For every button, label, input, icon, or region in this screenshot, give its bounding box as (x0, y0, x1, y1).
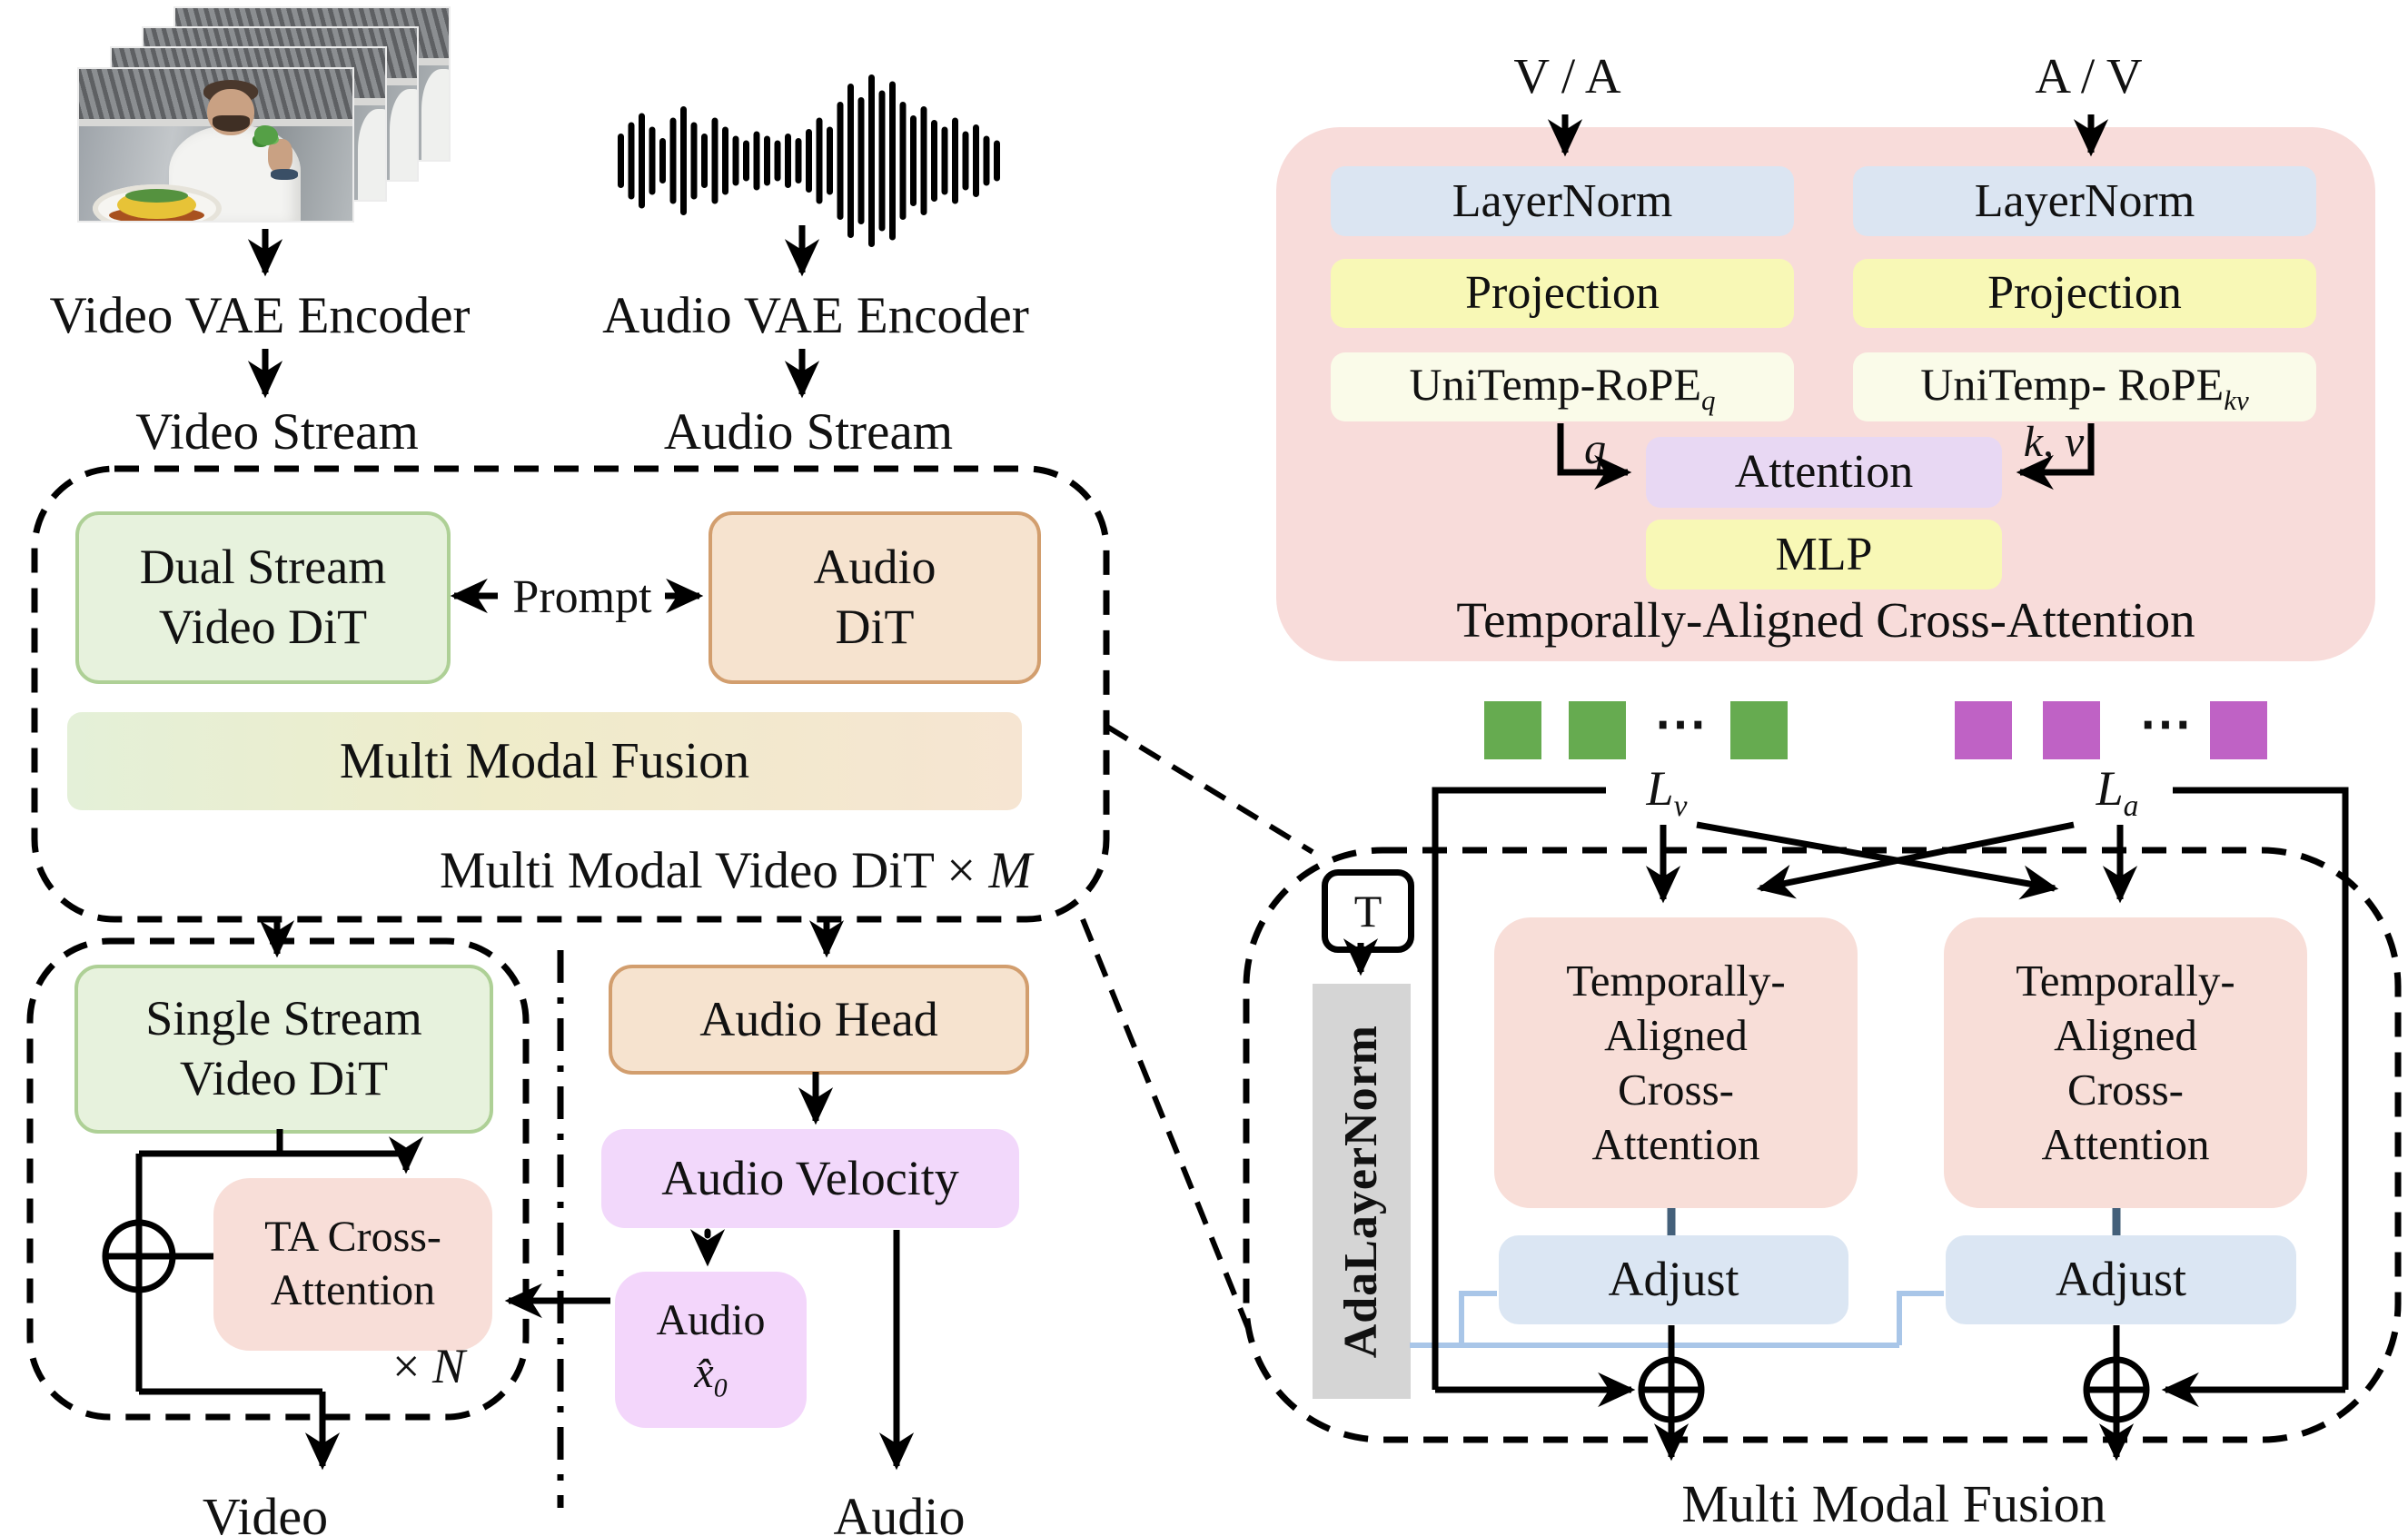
taca-video-node: Temporally-Aligned Cross-Attention (1494, 917, 1858, 1208)
ta-cross-attention-node: TA Cross-Attention (213, 1178, 492, 1351)
video-token-square (1730, 701, 1788, 759)
multi-modal-fusion-node: Multi Modal Fusion (67, 712, 1022, 810)
projection-right-node: Projection (1853, 259, 2316, 328)
repeat-n-label: × N (392, 1339, 465, 1393)
unitemp-rope-kv-node: UniTemp- RoPEkv (1853, 352, 2316, 421)
adalayernorm-node: AdaLayerNorm (1313, 984, 1411, 1399)
video-stream-label: Video Stream (135, 402, 419, 461)
timestep-t-node: T (1322, 869, 1414, 953)
audio-output-label: Audio (833, 1486, 966, 1536)
taca-adjust-connectors (1667, 1208, 2121, 1235)
video-vae-encoder-label: Video VAE Encoder (49, 286, 471, 344)
audio-stream-label: Audio Stream (663, 402, 954, 461)
adjust-audio-node: Adjust (1946, 1235, 2296, 1324)
unitemp-rope-q-node: UniTemp-RoPEq (1331, 352, 1794, 421)
mlp-node: MLP (1646, 520, 2002, 590)
audio-token-square (1955, 701, 2012, 759)
taca-audio-node: Temporally-Aligned Cross-Attention (1944, 917, 2307, 1208)
multi-modal-fusion-caption: Multi Modal Fusion (1681, 1473, 2106, 1533)
video-frame-1 (79, 69, 352, 221)
va-input-label: V / A (1513, 47, 1621, 104)
audio-token-ellipsis: ⋯ (2139, 694, 2192, 753)
video-token-ellipsis: ⋯ (1654, 694, 1707, 753)
av-input-label: A / V (2035, 47, 2143, 104)
kv-label: k, v (2023, 417, 2085, 466)
audio-vae-encoder-label: Audio VAE Encoder (602, 286, 1029, 344)
attention-node: Attention (1646, 437, 2002, 508)
la-label: La (2096, 761, 2139, 823)
layernorm-left-node: LayerNorm (1331, 166, 1794, 236)
adjust-video-node: Adjust (1499, 1235, 1848, 1324)
zoom-connector-bottom (1080, 917, 1254, 1339)
q-label: q (1584, 424, 1606, 473)
video-token-square (1484, 701, 1541, 759)
audio-head-node: Audio Head (609, 965, 1029, 1075)
multi-modal-video-dit-caption: Multi Modal Video DiT × M (439, 841, 1033, 899)
zoom-connector-top (1105, 724, 1314, 855)
audio-token-square (2043, 701, 2100, 759)
lv-label: Lv (1646, 761, 1688, 823)
video-output-label: Video (202, 1486, 329, 1536)
layernorm-right-node: LayerNorm (1853, 166, 2316, 236)
prompt-label: Prompt (512, 570, 652, 623)
audio-x0-node: Audio x̂0 (615, 1272, 807, 1428)
video-token-square (1569, 701, 1626, 759)
audio-token-square (2210, 701, 2267, 759)
taca-panel-caption: Temporally-Aligned Cross-Attention (1456, 591, 2195, 648)
audio-velocity-node: Audio Velocity (601, 1129, 1019, 1228)
projection-left-node: Projection (1331, 259, 1794, 328)
